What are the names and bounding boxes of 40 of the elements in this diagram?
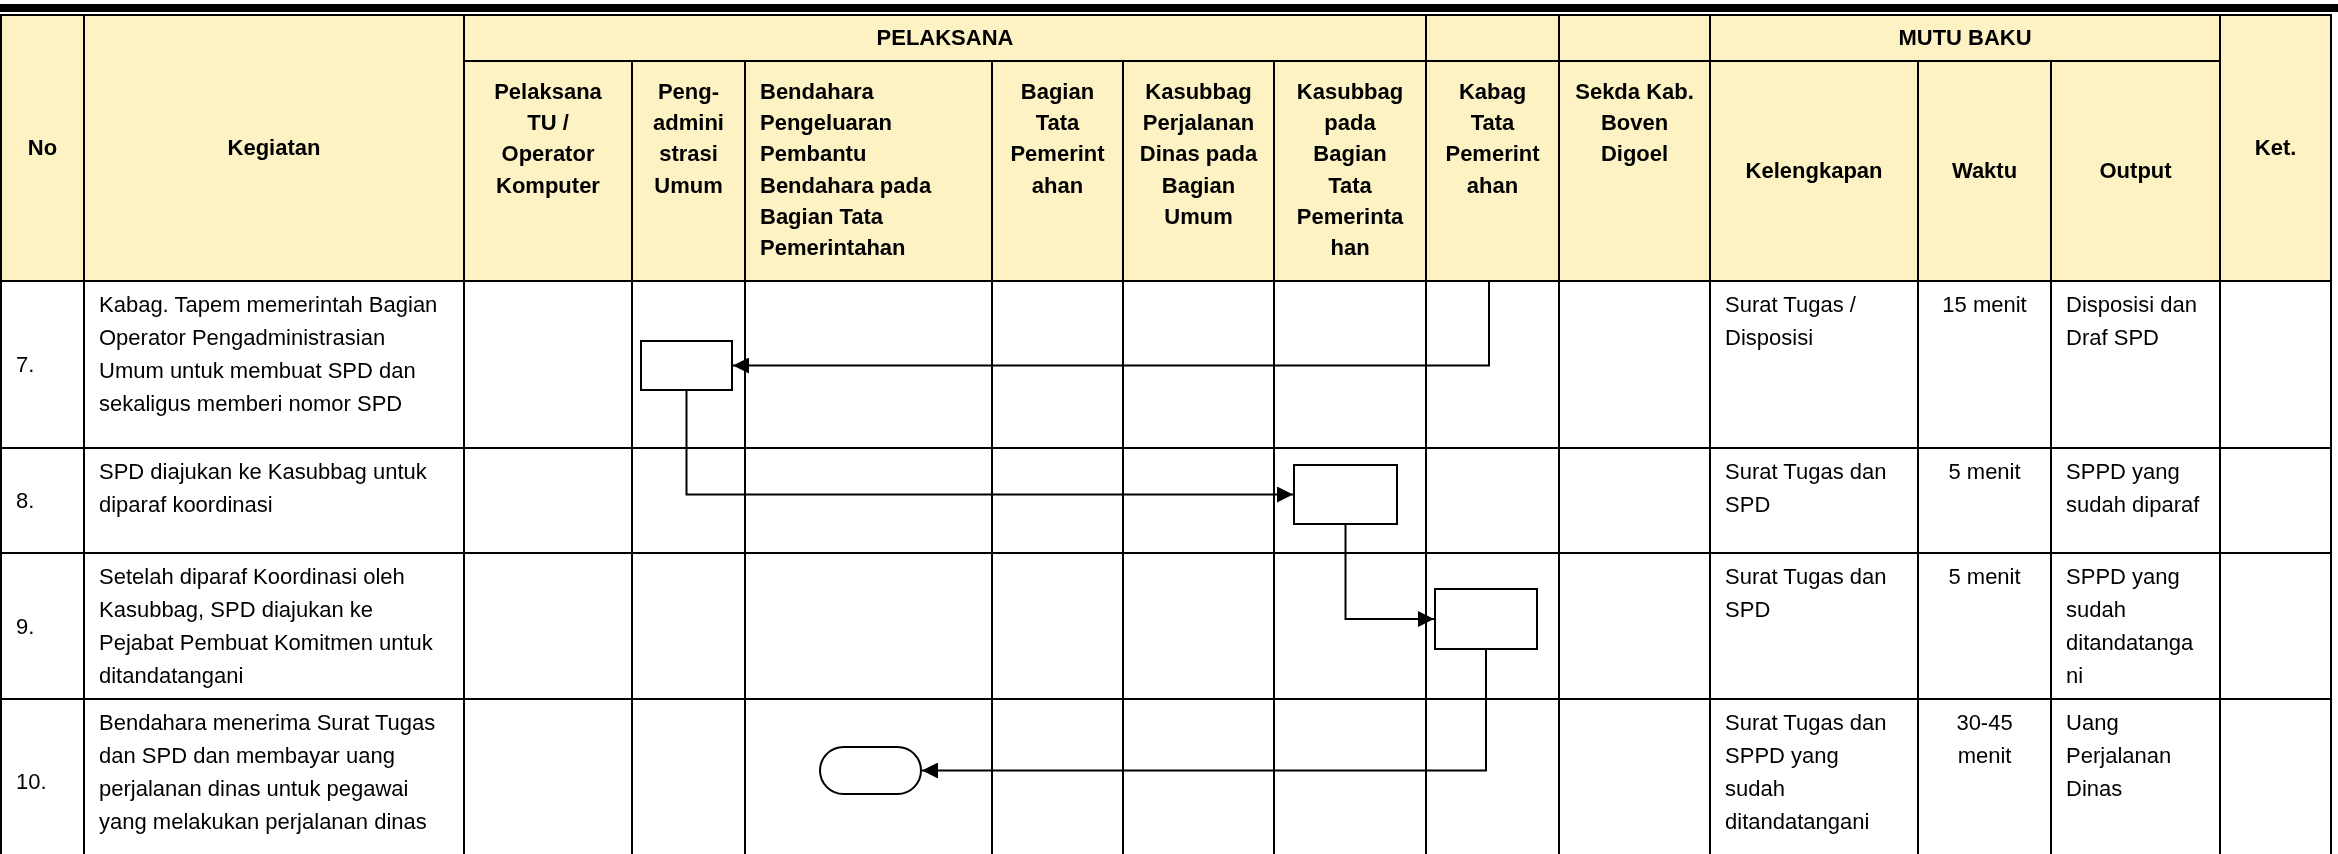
arrow xyxy=(732,281,1490,374)
column-header: Kelengkapan xyxy=(1710,61,1919,281)
activity-text: Kabag. Tapem memerintah Bagian Operator Pengadministrasian Umum untuk membuat SPD dan sekaligus memberi nomor SPD xyxy=(84,281,464,448)
row-number: 8. xyxy=(1,448,84,553)
duration-text: 15 menit xyxy=(1918,281,2052,448)
column-header: Kabag Tata Pemerint ahan xyxy=(1426,61,1560,281)
group-header: MUTU BAKU xyxy=(1710,15,2221,61)
requirement-text: Surat Tugas / Disposisi xyxy=(1710,281,1919,448)
output-text: SPPD yang sudah diparaf xyxy=(2051,448,2221,553)
duration-text: 5 menit xyxy=(1918,448,2052,553)
arrow xyxy=(921,649,1487,779)
column-header: Waktu xyxy=(1918,61,2052,281)
process-box xyxy=(640,340,733,391)
column-header: Bendahara Pengeluaran Pembantu Bendahara pada Bagian Tata Pemerintahan xyxy=(745,61,992,281)
process-box xyxy=(1293,464,1398,525)
requirement-text: Surat Tugas dan SPD xyxy=(1710,553,1919,699)
column-header: Kasubbag Perjalanan Dinas pada Bagian Umum xyxy=(1123,61,1274,281)
column-header: Bagian Tata Pemerint ahan xyxy=(992,61,1123,281)
output-text: SPPD yang sudah ditandatanga ni xyxy=(2051,553,2221,699)
column-header: Sekda Kab. Boven Digoel xyxy=(1559,61,1711,281)
column-header: Kasubbag pada Bagian Tata Pemerinta han xyxy=(1274,61,1427,281)
arrow xyxy=(685,390,1294,503)
column-header: Pelaksana TU / Operator Komputer xyxy=(464,61,632,281)
duration-text: 5 menit xyxy=(1918,553,2052,699)
arrow xyxy=(1344,524,1435,627)
process-box xyxy=(1434,588,1538,650)
column-header: Ket. xyxy=(2220,15,2332,281)
activity-text: SPD diajukan ke Kasubbag untuk diparaf koordinasi xyxy=(84,448,464,553)
group-header: PELAKSANA xyxy=(464,15,1427,61)
column-header: Peng- admini strasi Umum xyxy=(632,61,745,281)
requirement-text: Surat Tugas dan SPD xyxy=(1710,448,1919,553)
column-header: Kegiatan xyxy=(84,15,464,281)
column-header: Output xyxy=(2051,61,2221,281)
output-text: Disposisi dan Draf SPD xyxy=(2051,281,2221,448)
terminator-shape xyxy=(819,746,922,795)
column-header: No xyxy=(1,15,84,281)
activity-text: Setelah diparaf Koordinasi oleh Kasubbag, SPD diajukan ke Pejabat Pembuat Komitmen untuk ditandatangani xyxy=(84,553,464,699)
row-number: 9. xyxy=(1,553,84,699)
row-number: 10. xyxy=(1,699,84,854)
row-number: 7. xyxy=(1,281,84,448)
